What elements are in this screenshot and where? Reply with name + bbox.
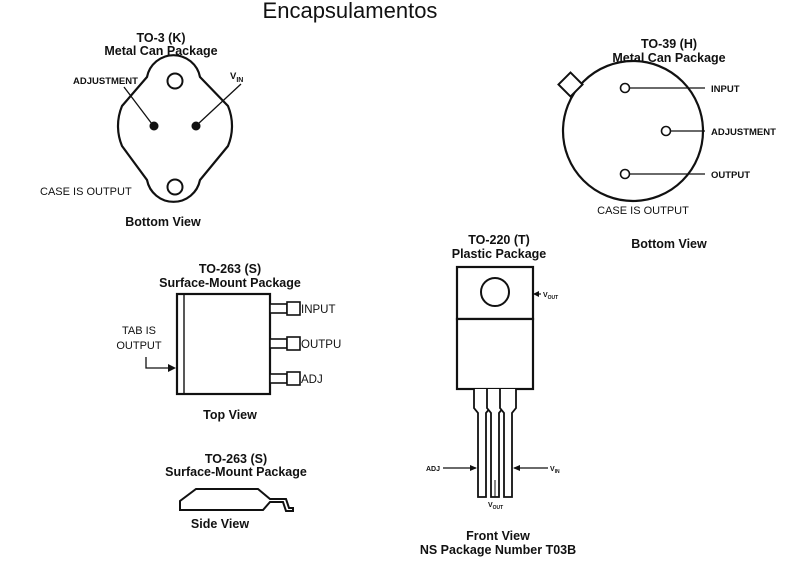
to263-top-diagram: TO-263 (S) Surface-Mount Package INPUT O… bbox=[116, 262, 341, 422]
to39-input-label: INPUT bbox=[711, 84, 740, 95]
to263-top-view-label: Top View bbox=[203, 408, 257, 422]
to3-case-note: CASE IS OUTPUT bbox=[40, 186, 132, 198]
to3-vin-label: VIN bbox=[230, 71, 243, 84]
to263-side-diagram: TO-263 (S) Surface-Mount Package Side Vi… bbox=[165, 452, 307, 531]
to263-output-lead bbox=[269, 338, 288, 349]
to263-adj-label: ADJ bbox=[301, 374, 323, 386]
to220-vin-arrowhead bbox=[513, 465, 520, 471]
to3-title: TO-3 (K) bbox=[136, 31, 185, 45]
to220-title: TO-220 (T) bbox=[468, 233, 530, 247]
to220-mounting-hole bbox=[480, 277, 510, 307]
to220-vin-lead bbox=[499, 389, 517, 498]
to220-body bbox=[455, 317, 535, 391]
to3-package-outline bbox=[116, 54, 234, 203]
to263-top-subtitle: Surface-Mount Package bbox=[159, 276, 301, 290]
to263-tab-arrowhead bbox=[168, 364, 176, 372]
to220-vout-arrowhead bbox=[533, 291, 539, 297]
to263-adj-pad bbox=[286, 371, 301, 386]
to220-vout-label: VOUT bbox=[543, 292, 558, 301]
to220-view-label: Front View bbox=[466, 529, 530, 543]
to220-subtitle: Plastic Package bbox=[452, 247, 547, 261]
to39-title: TO-39 (H) bbox=[641, 37, 697, 51]
to263-side-profile bbox=[179, 488, 294, 512]
to3-diagram: TO-3 (K) Metal Can Package ADJUSTMENT VI… bbox=[40, 31, 243, 229]
to263-side-view-label: Side View bbox=[191, 517, 249, 531]
to263-input-label: INPUT bbox=[301, 304, 336, 316]
to263-tab-label-line2: OUTPUT bbox=[116, 340, 162, 352]
to263-output-pad bbox=[286, 336, 301, 351]
to263-side-title: TO-263 (S) bbox=[205, 452, 267, 466]
to220-adj-arrowhead bbox=[470, 465, 477, 471]
to3-adjustment-label: ADJUSTMENT bbox=[73, 76, 138, 87]
to263-tab-label-line1: TAB IS bbox=[122, 325, 156, 337]
to39-diagram: TO-39 (H) Metal Can Package INPUT ADJUST… bbox=[557, 37, 776, 251]
to220-vout2-label: VOUT bbox=[488, 502, 503, 511]
to3-adjustment-leader bbox=[123, 86, 153, 125]
to39-case-note: CASE IS OUTPUT bbox=[597, 205, 689, 217]
to220-vin-label: VIN bbox=[550, 466, 560, 475]
to263-tab-leader bbox=[145, 357, 174, 369]
to263-adj-lead bbox=[269, 373, 288, 384]
to39-view-label: Bottom View bbox=[631, 237, 707, 251]
to263-input-pad bbox=[286, 301, 301, 316]
to39-adjustment-label: ADJUSTMENT bbox=[711, 127, 776, 138]
to39-output-pin bbox=[619, 168, 631, 180]
to39-adjustment-pin bbox=[660, 125, 672, 137]
to220-package-number: NS Package Number T03B bbox=[420, 543, 576, 557]
to263-input-lead bbox=[269, 303, 288, 314]
to3-subtitle: Metal Can Package bbox=[104, 44, 217, 58]
to3-mounting-hole-bottom bbox=[166, 178, 184, 196]
to39-output-label: OUTPUT bbox=[711, 170, 750, 181]
to3-vin-leader bbox=[197, 83, 242, 125]
page-title: Encapsulamentos bbox=[263, 0, 438, 23]
to263-output-label: OUTPU bbox=[301, 339, 341, 351]
to263-top-title: TO-263 (S) bbox=[199, 262, 261, 276]
to263-body bbox=[175, 292, 272, 396]
to3-view-label: Bottom View bbox=[125, 215, 201, 229]
to3-mounting-hole-top bbox=[166, 72, 184, 90]
to220-diagram: TO-220 (T) Plastic Package VOUT ADJ VIN … bbox=[420, 233, 576, 557]
to39-input-pin bbox=[619, 82, 631, 94]
to39-tab bbox=[557, 71, 584, 98]
to263-side-subtitle: Surface-Mount Package bbox=[165, 465, 307, 479]
to220-adj-label: ADJ bbox=[426, 466, 440, 473]
